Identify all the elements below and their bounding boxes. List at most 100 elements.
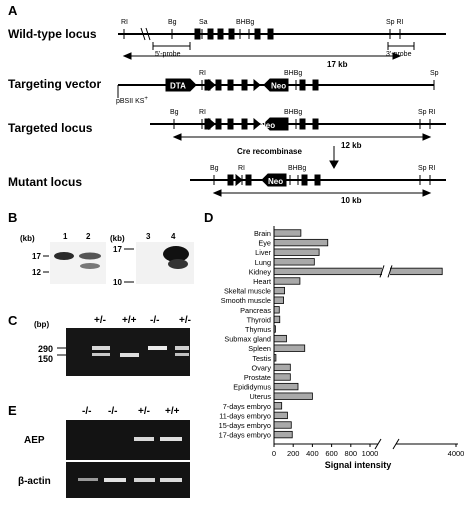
bar (273, 402, 283, 410)
bar (273, 411, 288, 420)
exon (228, 28, 235, 40)
wt-site-sa: Sa (199, 19, 208, 26)
mut-site-ri: RI (238, 165, 245, 172)
category-label: Thymus (245, 325, 271, 334)
panel-b-kb-left: (kb) (20, 234, 35, 243)
dta-label: DTA (170, 82, 186, 91)
gel-band (175, 346, 189, 350)
actin-row-label: β-actin (18, 476, 51, 487)
exon (312, 79, 319, 91)
exon (314, 174, 321, 186)
loxp-site (208, 117, 216, 131)
wt-site-bhbg: BHBg (236, 19, 254, 26)
category-label: Thyroid (247, 315, 271, 324)
x-tick-label: 600 (325, 449, 338, 458)
bar (273, 238, 329, 247)
exon (215, 118, 222, 130)
category-label: Prostate (244, 373, 271, 382)
exon (254, 28, 261, 40)
category-label: Submax gland (224, 335, 271, 344)
tv-site-bhbg: BHBg (284, 70, 302, 77)
loxp-site (253, 117, 261, 131)
wt-site-bg: Bg (168, 19, 177, 26)
exon (207, 28, 214, 40)
category-label: Eye (258, 239, 271, 248)
exon (227, 118, 234, 130)
neo-cassette (263, 78, 289, 92)
gel-band (92, 346, 110, 350)
pcr-gel (66, 328, 190, 376)
loxp-site (253, 78, 261, 92)
exon (227, 79, 234, 91)
rtpcr-lane-3: +/- (138, 406, 150, 417)
blot-marker-10-right: 10 (113, 278, 122, 287)
gel-band (175, 353, 189, 356)
blot-marker-12-left: 12 (32, 268, 41, 277)
panel-b: B (kb) (kb) 1 2 3 4 17 12 17 10 (8, 210, 194, 287)
category-label: Smooth muscle (221, 296, 271, 305)
panel-a: A Wild-type locus RI Bg Sa BHBg Sp RI (8, 3, 446, 205)
axis-break-mark (392, 438, 400, 450)
category-label: 7-days embryo (223, 402, 271, 411)
blot-band (54, 252, 74, 260)
wt-site-ri-left: RI (121, 19, 128, 26)
tg-site-sp-ri: Sp RI (418, 109, 436, 116)
exon (241, 118, 248, 130)
tv-site-sp: Sp (430, 70, 439, 77)
probe3-label: 3'-probe (386, 51, 412, 58)
rtpcr-lane-4: +/+ (165, 406, 180, 417)
blot-lane-4: 4 (171, 232, 176, 241)
pcr-lane-4: +/- (179, 315, 191, 326)
tg-fragment-size: 12 kb (341, 141, 362, 150)
pcr-lane-2: +/+ (122, 315, 137, 326)
exon (267, 28, 274, 40)
exon (301, 174, 308, 186)
gel-band (134, 437, 154, 441)
wt-line-break (140, 27, 146, 41)
x-tick-label: 800 (345, 449, 358, 458)
exon (227, 174, 234, 186)
gel-band (134, 478, 155, 482)
bar (273, 258, 315, 266)
bar (273, 229, 302, 237)
gel-band (120, 353, 139, 357)
exon (217, 28, 224, 40)
blot-lane-1: 1 (63, 232, 68, 241)
tv-site-ri: RI (199, 70, 206, 77)
gel-band (104, 478, 126, 482)
tg-site-bhbg: BHBg (284, 109, 302, 116)
panel-d-letter: D (204, 210, 213, 225)
cre-arrow (329, 146, 339, 170)
wt-fragment-size: 17 kb (327, 60, 348, 69)
category-label: Testis (252, 354, 271, 363)
wt-site-sp-ri: Sp RI (386, 19, 404, 26)
mut-site-bhbg: BHBg (288, 165, 306, 172)
blot-lane-2: 2 (86, 232, 91, 241)
panel-b-letter: B (8, 210, 17, 225)
x-tick-label: 1000 (362, 449, 379, 458)
targeting-vector-map (117, 78, 435, 98)
southern-blot-left (50, 242, 106, 284)
gel-band (160, 478, 182, 482)
bar-break-mark (387, 265, 393, 278)
gel-band (148, 346, 167, 350)
bar (273, 315, 281, 324)
gel-band (92, 353, 110, 356)
exon (299, 118, 306, 130)
gel-band (160, 437, 182, 441)
category-label: Spleen (248, 344, 271, 353)
pcr-marker-290: 290 (38, 344, 53, 354)
category-label: Skeltal muscle (224, 287, 271, 296)
mutant-locus-label: Mutant locus (8, 175, 82, 189)
pbs-label: pBSII KS+ (116, 96, 148, 105)
tg-site-bg: Bg (170, 109, 179, 116)
category-label: Kidney (249, 267, 272, 276)
x-axis-label: Signal intensity (325, 460, 392, 470)
blot-band (163, 246, 189, 262)
bar (273, 296, 285, 304)
blot-marker-17-left: 17 (32, 252, 41, 261)
bar (273, 286, 285, 295)
neo-cassette (261, 173, 287, 187)
